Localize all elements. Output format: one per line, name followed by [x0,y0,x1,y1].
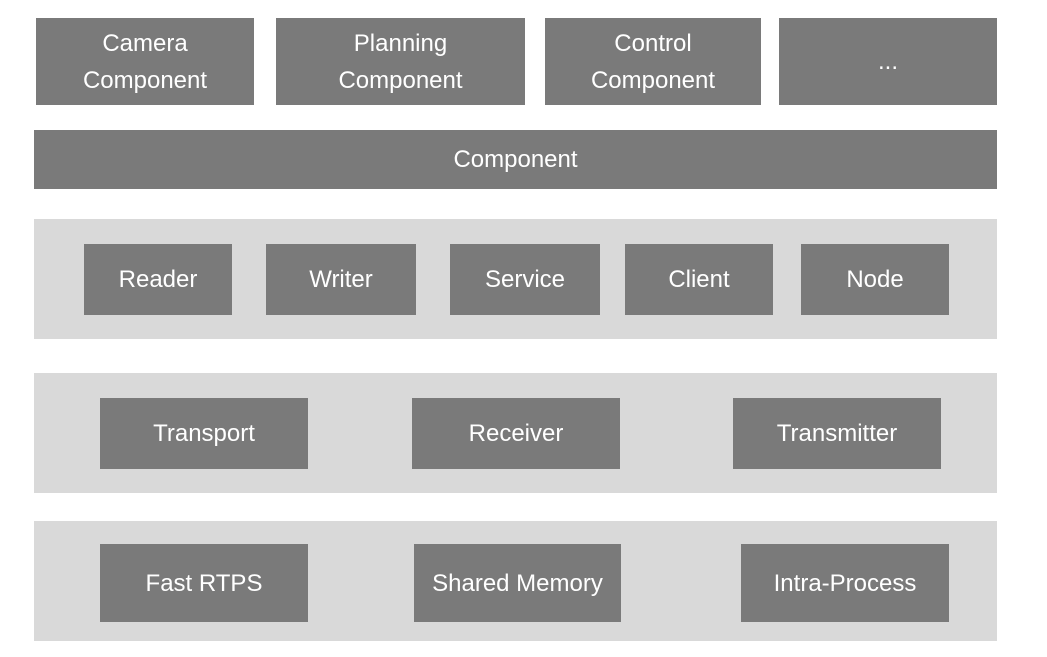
control-component-label: Control Component [590,29,716,94]
client-label: Client [668,266,730,293]
more-components-label: ... [877,48,898,75]
service-box: Service [450,244,600,315]
fast-rtps-label: Fast RTPS [145,569,263,597]
writer-label: Writer [309,266,373,293]
node-box: Node [801,244,949,315]
planning-component-box: Planning Component [276,18,525,105]
transport-label: Transport [153,420,255,447]
writer-box: Writer [266,244,416,315]
client-box: Client [625,244,773,315]
transmitter-label: Transmitter [776,420,898,447]
transport-box: Transport [100,398,308,469]
component-bar-label: Component [453,146,578,173]
camera-component-box: Camera Component [36,18,254,105]
component-bar: Component [34,130,997,189]
more-components-box: ... [779,18,997,105]
node-label: Node [846,266,904,293]
shared-memory-box: Shared Memory [414,544,621,622]
intra-process-box: Intra-Process [741,544,949,622]
service-label: Service [484,266,566,293]
reader-box: Reader [84,244,232,315]
transmitter-box: Transmitter [733,398,941,469]
shared-memory-label: Shared Memory [432,569,603,597]
intra-process-label: Intra-Process [773,569,917,597]
control-component-box: Control Component [545,18,761,105]
camera-component-label: Camera Component [82,29,208,94]
reader-label: Reader [118,266,198,293]
receiver-label: Receiver [468,420,564,447]
planning-component-label: Planning Component [338,29,463,94]
fast-rtps-box: Fast RTPS [100,544,308,622]
receiver-box: Receiver [412,398,620,469]
